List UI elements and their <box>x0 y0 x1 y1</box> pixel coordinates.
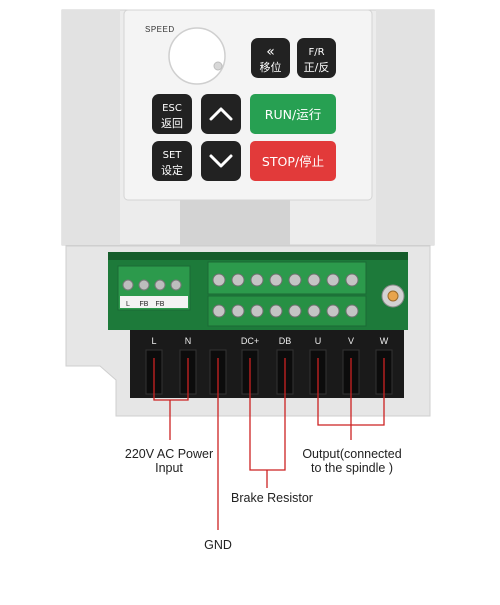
upper-housing-side-left <box>62 10 120 245</box>
power-terminal-label: V <box>348 336 354 346</box>
power-terminal-block <box>130 330 404 398</box>
io-terminal-screw <box>250 273 264 287</box>
power-terminal-label: L <box>151 336 156 346</box>
io-terminal-block-top <box>207 261 367 295</box>
control-label-1: L <box>126 301 130 308</box>
set-button-bottom: 设定 <box>161 163 183 177</box>
stop-button[interactable] <box>250 141 336 181</box>
io-terminal-screw <box>307 304 321 318</box>
io-terminal-screw <box>307 273 321 287</box>
io-terminal-screw <box>326 273 340 287</box>
io-terminal-screw <box>288 273 302 287</box>
esc-button[interactable] <box>152 94 192 134</box>
callout-power: 220V AC Power Input <box>118 447 220 475</box>
io-terminal-screw <box>345 273 359 287</box>
io-terminal-screw <box>231 273 245 287</box>
upper-housing-side-right <box>376 10 434 245</box>
io-terminal-screw <box>288 304 302 318</box>
ground-screw-washer <box>387 290 399 302</box>
down-button[interactable] <box>201 141 241 181</box>
callout-power-line1: 220V AC Power <box>124 447 214 461</box>
shift-button-icon: « <box>266 44 275 60</box>
run-button[interactable] <box>250 94 336 134</box>
chevron-up-icon <box>209 107 233 121</box>
io-terminal-screw <box>231 304 245 318</box>
set-button[interactable] <box>152 141 192 181</box>
fr-button[interactable] <box>297 38 336 78</box>
power-terminal-label: U <box>315 336 322 346</box>
callout-output-line1: Output(connected <box>302 447 402 461</box>
power-terminal-label: N <box>185 336 192 346</box>
io-terminal-screw <box>250 304 264 318</box>
esc-button-bottom: 返回 <box>161 117 183 130</box>
run-button-label: RUN/运行 <box>265 107 321 122</box>
speed-label: SPEED <box>145 25 175 34</box>
control-terminal-label-strip <box>120 296 188 308</box>
io-terminal-screw <box>212 273 226 287</box>
power-terminal-label: DB <box>279 336 292 346</box>
callout-line-power <box>153 358 189 401</box>
io-terminal-screw <box>345 304 359 318</box>
fr-button-bottom: 正/反 <box>304 61 330 74</box>
shift-button-label: 移位 <box>260 60 282 74</box>
stop-button-label: STOP/停止 <box>262 154 324 169</box>
chevron-down-icon <box>209 154 233 168</box>
shift-button[interactable] <box>251 38 290 78</box>
callout-output-line2: to the spindle ) <box>311 461 393 475</box>
set-button-top: SET <box>163 150 183 161</box>
callout-output: Output(connected to the spindle ) <box>296 447 408 475</box>
io-terminal-screw <box>269 304 283 318</box>
callout-lines <box>153 358 385 530</box>
power-terminal-label: W <box>380 336 389 346</box>
callout-power-line2: Input <box>155 461 183 475</box>
fr-button-top: F/R <box>308 47 324 58</box>
housing-notch <box>180 200 290 245</box>
power-terminal-labels: L N DC+ DB U V W <box>151 336 388 346</box>
speed-knob[interactable] <box>168 27 226 85</box>
speed-knob-indicator <box>213 61 223 71</box>
callout-brake: Brake Resistor <box>231 491 313 505</box>
pcb-shadow <box>108 252 408 260</box>
io-terminal-screw <box>269 273 283 287</box>
io-terminal-screws <box>212 273 359 318</box>
control-label-2: FB <box>140 301 149 308</box>
up-button[interactable] <box>201 94 241 134</box>
control-terminal-screws <box>122 279 182 291</box>
control-label-3: FB <box>156 301 165 308</box>
callout-gnd: GND <box>204 538 232 552</box>
power-terminal-label: DC+ <box>241 336 259 346</box>
io-terminal-screw <box>212 304 226 318</box>
io-terminal-screw <box>326 304 340 318</box>
esc-button-top: ESC <box>162 103 182 114</box>
